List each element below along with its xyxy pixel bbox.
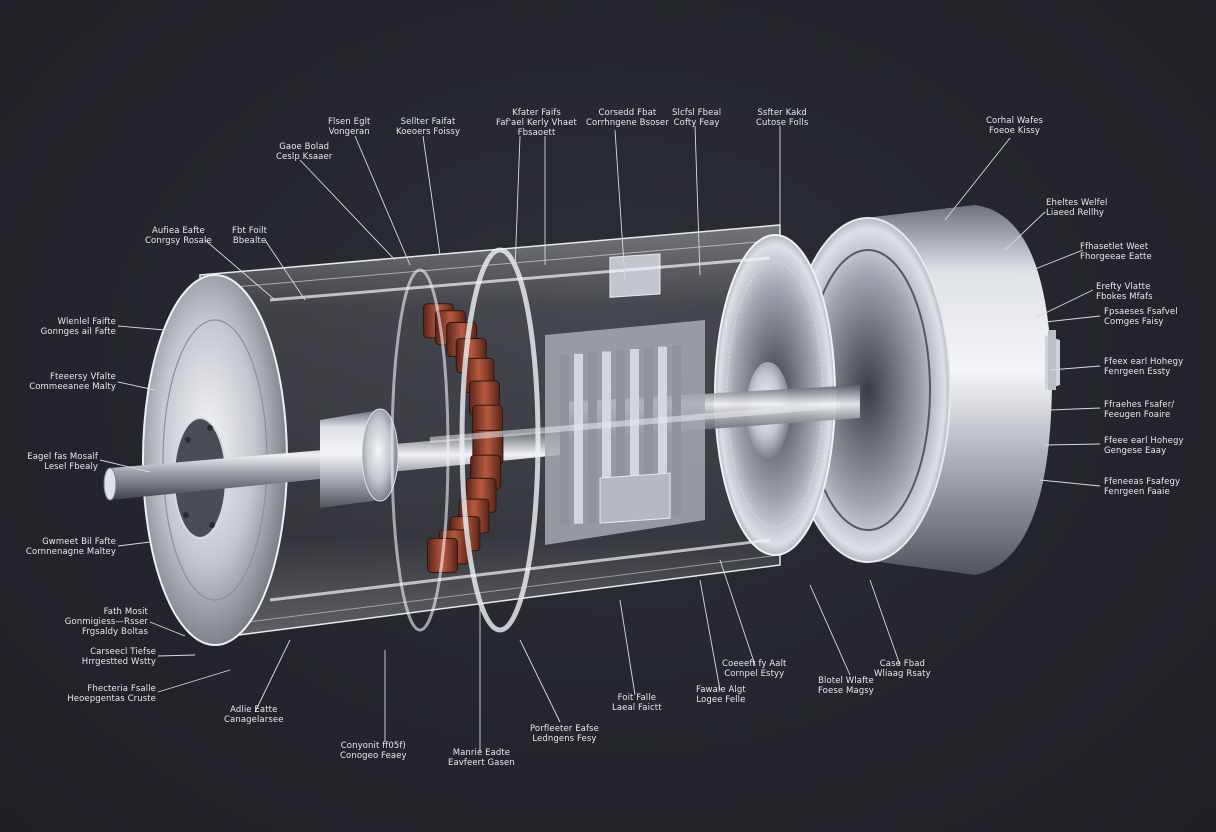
gear-assembly — [545, 253, 705, 545]
gear-tooth — [602, 351, 611, 522]
gear-tooth — [658, 346, 667, 517]
tie-rods — [269, 256, 841, 602]
gear-tooth — [672, 345, 681, 516]
gear-tooth — [560, 355, 569, 525]
gear-tooth — [630, 349, 639, 519]
gear-tooth — [616, 350, 625, 521]
callout-label: Ffraehes Fsafer/Feeugen Foaire — [1104, 400, 1175, 420]
callout-label: Conyonit ff05f)Conogeo Feaey — [340, 741, 407, 761]
gear-tooth — [588, 352, 597, 523]
hub — [320, 408, 399, 508]
leader-lines — [99, 125, 1101, 752]
end-drum — [785, 205, 1060, 575]
gear-tooth — [574, 353, 583, 524]
gear-tooth — [644, 347, 653, 518]
